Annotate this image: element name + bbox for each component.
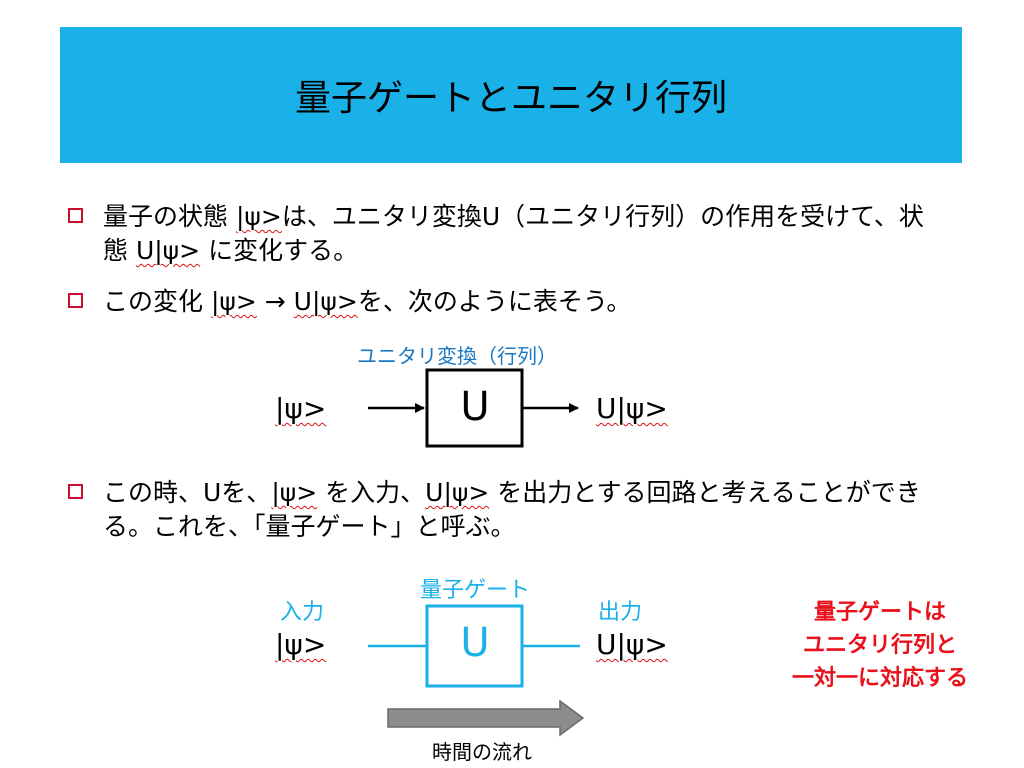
time-flow-label: 時間の流れ bbox=[432, 740, 532, 764]
bullet-1-psi: |ψ> bbox=[235, 202, 282, 231]
bullet-2-text: この変化 |ψ> → U|ψ>を、次のように表そう。 bbox=[103, 285, 948, 319]
input-label: 入力 bbox=[280, 600, 325, 625]
diagram1-gate-box bbox=[425, 368, 524, 448]
bullet-2-upsi: U|ψ> bbox=[293, 287, 358, 316]
diagram2-input-state: |ψ> bbox=[275, 628, 327, 661]
note-line-3: 一対一に対応する bbox=[791, 666, 968, 691]
diagram1-input-state: |ψ> bbox=[275, 392, 327, 425]
bullet-3: この時、Uを、|ψ> を入力、U|ψ> を出力とする回路と考えることができる。こ… bbox=[68, 476, 948, 544]
diagram1-gate-letter: U bbox=[460, 384, 490, 430]
bullet-square-icon bbox=[68, 208, 83, 223]
bullet-2-post: を、次のように表そう。 bbox=[357, 287, 632, 316]
bullet-1: 量子の状態 |ψ>は、ユニタリ変換U（ユニタリ行列）の作用を受けて、状態 U|ψ… bbox=[68, 200, 948, 268]
bullet-1-upsi: U|ψ> bbox=[135, 236, 201, 265]
bullet-1-mid: は、ユニタリ変換U（ユニタリ行列）の作用を受けて、状態 bbox=[103, 202, 924, 265]
bullet-square-icon bbox=[68, 484, 83, 499]
output-label: 出力 bbox=[598, 600, 643, 625]
diagram2-gate-letter: U bbox=[460, 620, 490, 666]
bullet-2-psi: |ψ> bbox=[210, 287, 257, 316]
quantum-gate-label: 量子ゲート bbox=[420, 578, 531, 603]
bullet-1-post: に変化する。 bbox=[200, 236, 359, 265]
diagram2-output-state: U|ψ> bbox=[596, 628, 668, 661]
bullet-1-text: 量子の状態 |ψ>は、ユニタリ変換U（ユニタリ行列）の作用を受けて、状態 U|ψ… bbox=[103, 200, 948, 268]
bullet-2: この変化 |ψ> → U|ψ>を、次のように表そう。 bbox=[68, 285, 948, 319]
time-flow-arrow-icon bbox=[387, 699, 585, 737]
bullet-2-pre: この変化 bbox=[103, 287, 211, 316]
slide-title: 量子ゲートとユニタリ行列 bbox=[294, 78, 727, 119]
bullet-3-upsi: U|ψ> bbox=[425, 478, 490, 507]
bullet-2-arrow: → bbox=[256, 287, 294, 316]
bullet-3-psi: |ψ> bbox=[271, 478, 318, 507]
diagram1-output-state: U|ψ> bbox=[596, 392, 668, 425]
bullet-square-icon bbox=[68, 293, 83, 308]
gate-matrix-note: 量子ゲートは ユニタリ行列と 一対一に対応する bbox=[780, 596, 980, 695]
bullet-3-post: を出力とする回路と考えることができる。これを、「量子ゲート」と呼ぶ。 bbox=[103, 478, 921, 541]
diagram2-gate-box bbox=[425, 604, 524, 688]
title-bar: 量子ゲートとユニタリ行列 bbox=[60, 27, 962, 163]
note-line-1: 量子ゲートは bbox=[813, 600, 946, 625]
bullet-3-pre: この時、Uを、 bbox=[103, 478, 272, 507]
bullet-3-text: この時、Uを、|ψ> を入力、U|ψ> を出力とする回路と考えることができる。こ… bbox=[103, 476, 948, 544]
unitary-transform-label: ユニタリ変換（行列） bbox=[357, 344, 557, 368]
bullet-1-pre: 量子の状態 bbox=[103, 202, 236, 231]
note-line-2: ユニタリ行列と bbox=[802, 633, 957, 658]
bullet-3-mid: を入力、 bbox=[317, 478, 426, 507]
